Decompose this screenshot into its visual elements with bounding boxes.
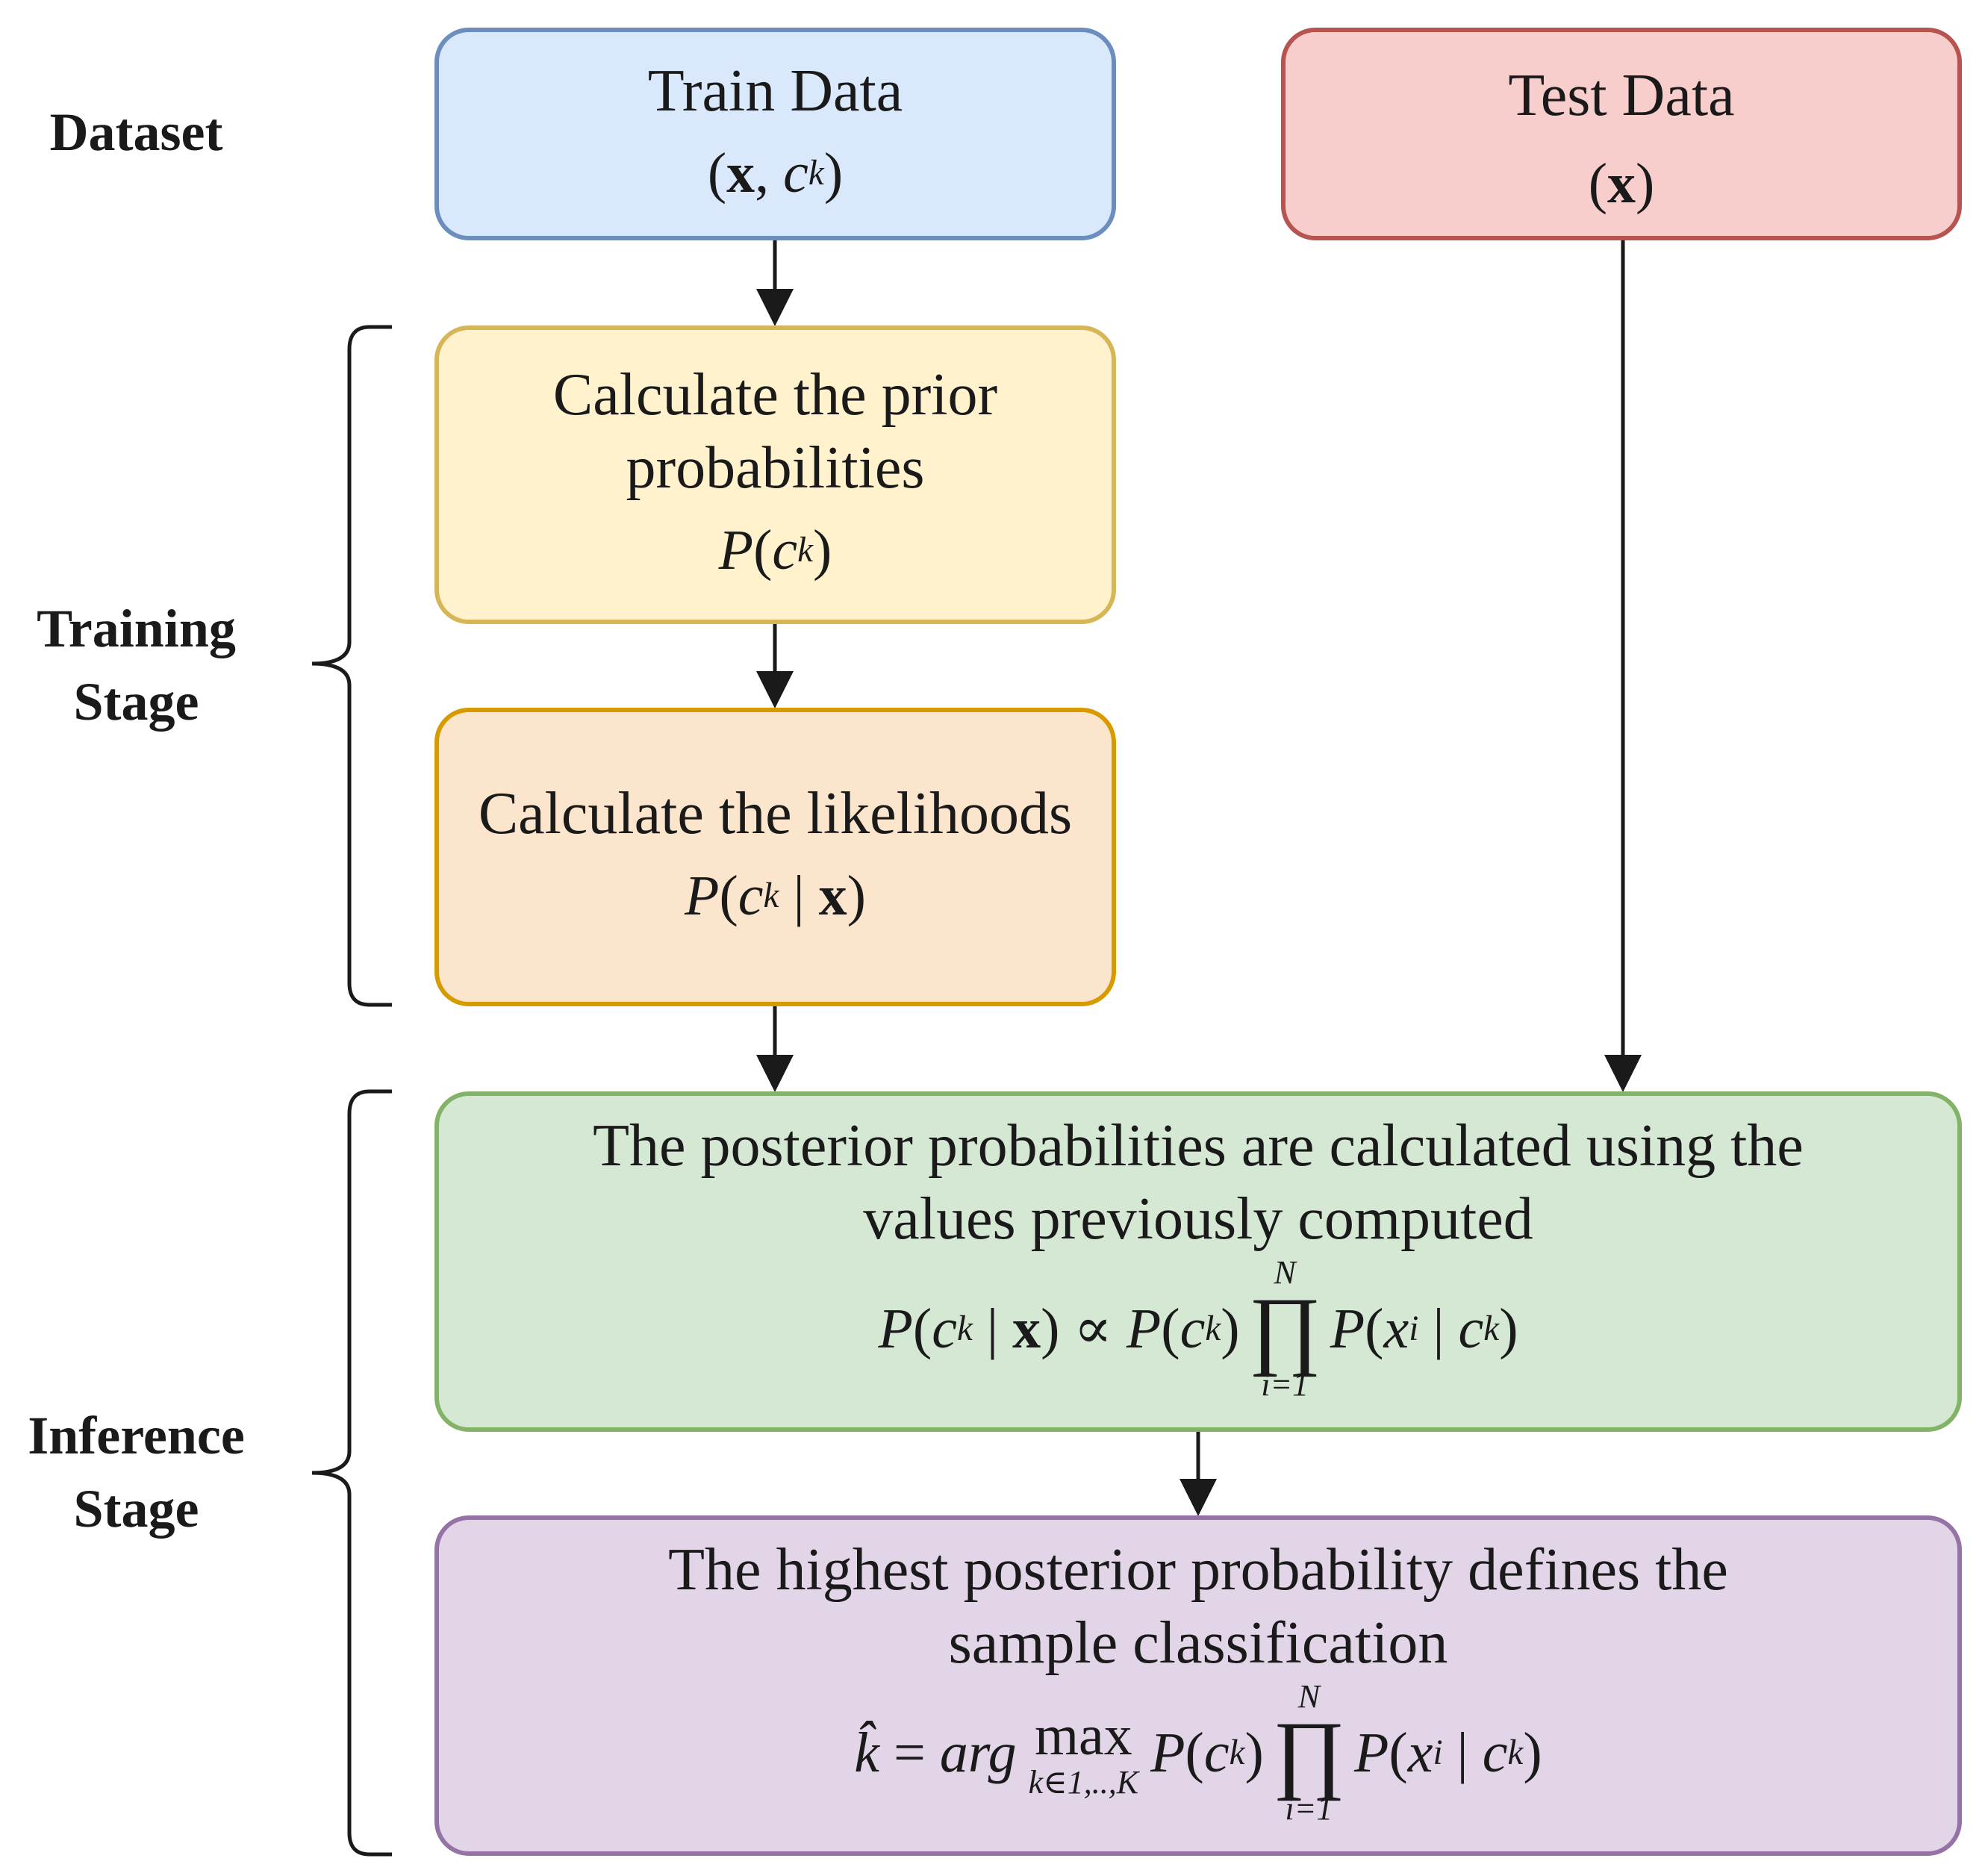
prior-line-1: Calculate the prior [552, 362, 998, 428]
test-data-box: Test Data (x) [1281, 28, 1962, 240]
test-data-title: Test Data [1508, 63, 1735, 128]
dataset-label: Dataset [49, 102, 223, 162]
max-operator: max k∈1,..,K [1028, 1704, 1139, 1801]
posterior-line-1: The posterior probabilities are calculat… [593, 1113, 1804, 1179]
likelihoods-title: Calculate the likelihoods [478, 781, 1073, 847]
inference-stage-label: Inference Stage [28, 1406, 245, 1539]
posterior-line-2: values previously computed [863, 1186, 1533, 1252]
prior-line-2: probabilities [626, 435, 925, 501]
product-operator: N ∏ i=1 [1272, 1678, 1345, 1827]
classification-box: The highest posterior probability define… [434, 1515, 1962, 1856]
classification-line-2: sample classification [948, 1610, 1448, 1676]
test-data-formula: (x) [1588, 152, 1655, 215]
classification-line-1: The highest posterior probability define… [668, 1537, 1728, 1603]
posterior-box: The posterior probabilities are calculat… [434, 1091, 1962, 1432]
product-operator: N ∏ i=1 [1248, 1254, 1321, 1403]
inference-brace [311, 1089, 392, 1857]
training-brace [311, 325, 392, 1007]
train-data-title: Train Data [647, 57, 903, 124]
training-stage-label: Training Stage [37, 599, 236, 732]
